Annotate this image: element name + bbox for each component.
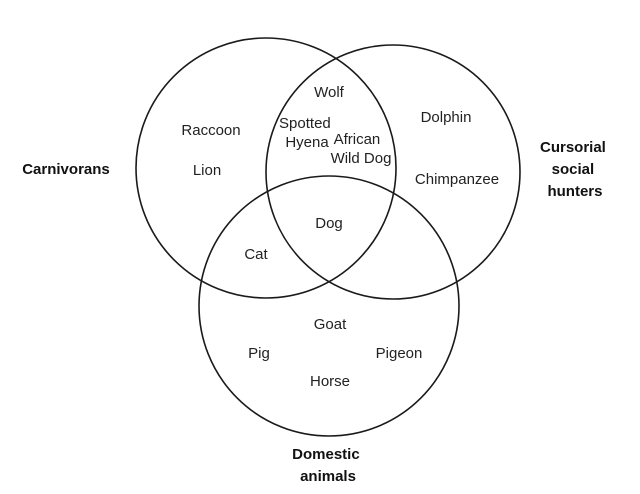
item-chimpanzee: Chimpanzee [415, 171, 499, 188]
domestic-animals-circle [198, 175, 460, 437]
carnivorans-label: Carnivorans [22, 161, 110, 178]
item-spotted-hyena: Spotted Hyena [279, 115, 335, 151]
item-african-wild-dog: African Wild Dog [331, 131, 392, 167]
item-cat: Cat [244, 246, 268, 263]
cursorial-social-hunters-label: Cursorial social hunters [540, 139, 610, 200]
item-dog: Dog [315, 215, 343, 232]
item-goat: Goat [314, 316, 347, 333]
domestic-animals-label: Domestic animals [292, 446, 364, 485]
carnivorans-circle [135, 37, 397, 299]
item-wolf: Wolf [314, 84, 345, 101]
item-lion: Lion [193, 162, 221, 179]
cursorial-social-hunters-circle [265, 44, 521, 300]
item-pigeon: Pigeon [376, 345, 423, 362]
item-horse: Horse [310, 373, 350, 390]
item-raccoon: Raccoon [181, 122, 240, 139]
item-pig: Pig [248, 345, 270, 362]
item-dolphin: Dolphin [421, 109, 472, 126]
